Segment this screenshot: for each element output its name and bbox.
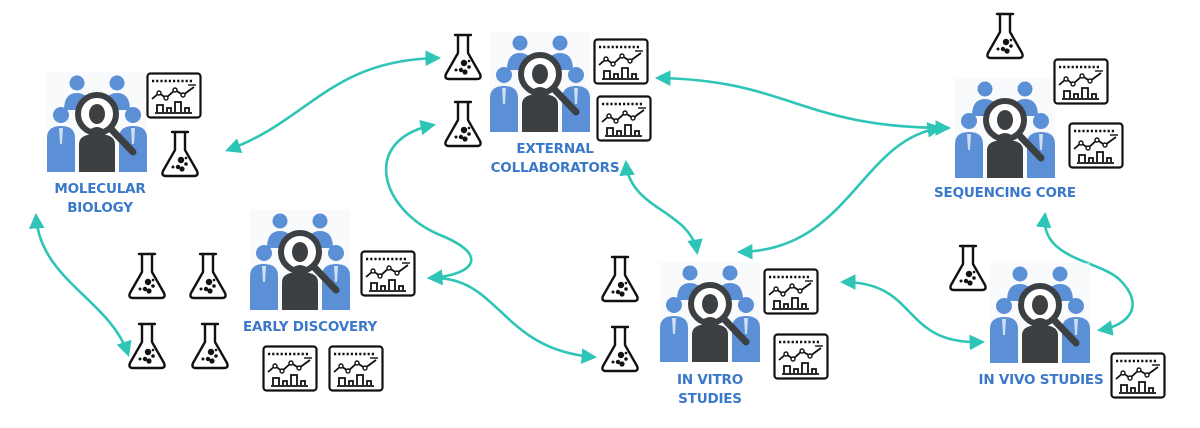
flask-icon: [191, 322, 229, 370]
team-search-icon: [250, 210, 350, 310]
flask-icon: [444, 33, 482, 81]
analytics-chart-icon: [593, 38, 649, 85]
team-search-icon: [990, 263, 1090, 363]
team-search-icon: [660, 262, 760, 362]
edge-early-invitro: [426, 269, 598, 364]
node-label-external-collaborators: EXTERNAL COLLABORATORS: [470, 140, 640, 178]
node-early-discovery: [128, 210, 416, 392]
label-line: SEQUENCING CORE: [934, 185, 1076, 201]
team-search-icon: [47, 72, 147, 172]
node-label-molecular-biology: MOLECULAR BIOLOGY: [30, 180, 170, 218]
analytics-chart-icon: [1068, 122, 1124, 169]
node-label-early-discovery: EARLY DISCOVERY: [232, 318, 388, 337]
edge-sequencing-invitro: [736, 122, 944, 260]
node-label-sequencing-core: SEQUENCING CORE: [925, 184, 1085, 203]
analytics-chart-icon: [1110, 352, 1166, 399]
flask-icon: [601, 255, 639, 303]
edge-molecular-external: [225, 50, 442, 154]
label-line: IN VIVO STUDIES: [978, 372, 1104, 388]
analytics-chart-icon: [596, 95, 652, 142]
label-line: COLLABORATORS: [490, 160, 620, 176]
label-line: BIOLOGY: [67, 200, 133, 216]
node-label-in-vivo-studies: IN VIVO STUDIES: [974, 371, 1108, 390]
analytics-chart-icon: [146, 72, 202, 119]
team-search-icon: [955, 78, 1055, 178]
edges: [29, 50, 1134, 364]
node-molecular-biology: [47, 72, 202, 178]
analytics-chart-icon: [1053, 58, 1109, 105]
analytics-chart-icon: [328, 345, 384, 392]
flask-icon: [601, 325, 639, 373]
label-line: EARLY DISCOVERY: [242, 319, 378, 335]
label-line: IN VITRO: [677, 372, 743, 388]
label-line: MOLECULAR: [54, 181, 146, 197]
analytics-chart-icon: [360, 250, 416, 297]
analytics-chart-icon: [262, 345, 318, 392]
label-line: EXTERNAL: [516, 141, 594, 157]
flask-icon: [189, 252, 227, 300]
edge-external-sequencing: [654, 70, 952, 136]
edge-invitro-invivo: [839, 274, 986, 351]
analytics-chart-icon: [763, 268, 819, 315]
analytics-chart-icon: [773, 333, 829, 380]
edge-external-early: [384, 119, 473, 285]
edge-sequencing-invivo: [1035, 211, 1134, 336]
node-sequencing-core: [955, 12, 1124, 178]
flask-icon: [128, 322, 166, 370]
node-label-in-vitro-studies: IN VITRO STUDIES: [655, 371, 765, 409]
flask-icon: [949, 244, 987, 292]
label-line: STUDIES: [678, 391, 742, 407]
flask-icon: [128, 252, 166, 300]
node-external-collaborators: [444, 32, 652, 148]
team-search-icon: [490, 32, 590, 132]
flask-icon: [986, 12, 1024, 60]
flask-icon: [161, 130, 199, 178]
node-in-vitro-studies: [601, 255, 829, 380]
edge-molecular-early: [29, 212, 132, 357]
edge-external-invitro: [619, 159, 703, 256]
